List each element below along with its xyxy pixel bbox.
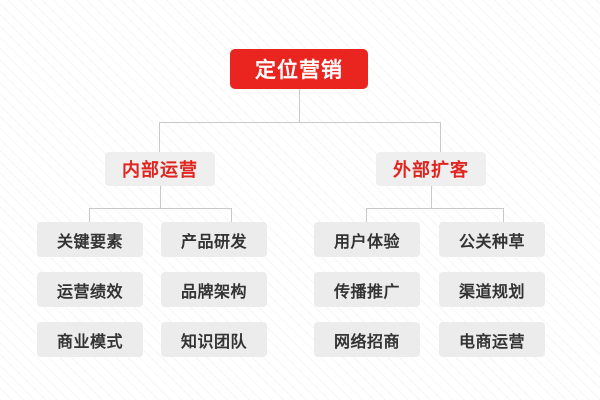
leaf-node[interactable]: 运营绩效 [37, 272, 143, 307]
connector-right-drop-col3 [366, 208, 367, 222]
leaf-node[interactable]: 知识团队 [161, 322, 267, 357]
leaf-node[interactable]: 公关种草 [439, 222, 545, 257]
connector-left-drop-col2 [231, 208, 232, 222]
leaf-node[interactable]: 渠道规划 [439, 272, 545, 307]
connector-right-branch-bus [366, 208, 503, 209]
branch-node-external-acquisition[interactable]: 外部扩客 [376, 152, 486, 186]
root-node[interactable]: 定位营销 [230, 49, 368, 89]
leaf-node[interactable]: 网络招商 [314, 322, 420, 357]
connector-left-branch-stem [160, 186, 161, 208]
connector-right-branch-stem [431, 186, 432, 208]
connector-right-drop-col4 [503, 208, 504, 222]
branch-node-internal-operations[interactable]: 内部运营 [105, 152, 215, 186]
connector-root-drop-right [440, 122, 441, 152]
connector-root-bus [159, 122, 440, 123]
connector-left-branch-bus [89, 208, 231, 209]
connector-root-stem [299, 89, 300, 122]
leaf-node[interactable]: 品牌架构 [161, 272, 267, 307]
connector-left-drop-col1 [89, 208, 90, 222]
leaf-node[interactable]: 关键要素 [37, 222, 143, 257]
leaf-node[interactable]: 商业模式 [37, 322, 143, 357]
leaf-node[interactable]: 电商运营 [439, 322, 545, 357]
leaf-node[interactable]: 用户体验 [314, 222, 420, 257]
leaf-node[interactable]: 产品研发 [161, 222, 267, 257]
leaf-node[interactable]: 传播推广 [314, 272, 420, 307]
connector-root-drop-left [159, 122, 160, 152]
